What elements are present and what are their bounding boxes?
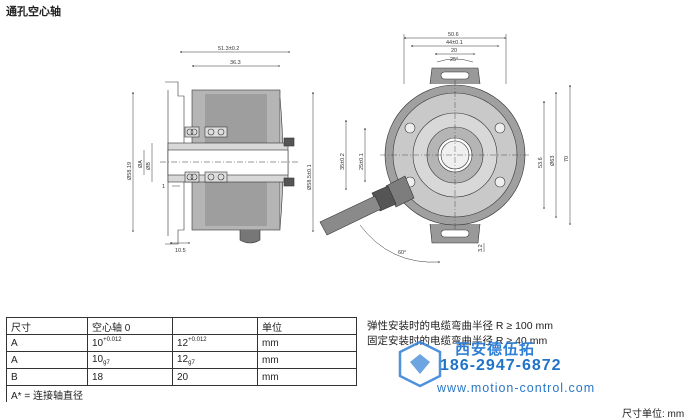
row-label: A bbox=[6, 334, 88, 352]
cell-value: 12g7 bbox=[172, 351, 258, 369]
header-unit: 单位 bbox=[257, 317, 357, 335]
dim-front-20: 20 bbox=[451, 48, 457, 54]
dim-side-bottom: 10.5 bbox=[175, 248, 186, 254]
technical-drawing: 51.3±0.2 36.3 Ø58.19 ØA ØB Ø58.5±0.1 1 1… bbox=[127, 32, 571, 264]
dim-side-overall: 51.3±0.2 bbox=[218, 46, 239, 52]
table-header-row: 尺寸 空心轴 0 单位 bbox=[6, 317, 357, 335]
cell-unit: mm bbox=[257, 351, 357, 369]
table-row: B 18 20 mm bbox=[6, 368, 357, 386]
dim-side-dia-a: ØA bbox=[138, 160, 144, 168]
dim-front-25: 25±0.1 bbox=[359, 153, 365, 170]
watermark-company-name: 西安德伍拓 bbox=[455, 341, 536, 358]
header-hollow-shaft: 空心轴 0 bbox=[87, 317, 173, 335]
table-row: A 10+0.012 12+0.012 mm bbox=[6, 334, 357, 352]
cell-value: 10g7 bbox=[87, 351, 173, 369]
header-size: 尺寸 bbox=[6, 317, 88, 335]
cell-value: 10+0.012 bbox=[87, 334, 173, 352]
watermark-logo-icon bbox=[398, 340, 442, 388]
dim-front-35: 35±0.2 bbox=[340, 153, 346, 170]
dim-front-70: 70 bbox=[564, 156, 570, 162]
front-view bbox=[319, 34, 571, 264]
header-empty bbox=[172, 317, 258, 335]
dim-front-60deg: 60° bbox=[398, 250, 406, 256]
dimension-table: 尺寸 空心轴 0 单位 A 10+0.012 12+0.012 mm A 10g… bbox=[6, 317, 357, 402]
cell-unit: mm bbox=[257, 334, 357, 352]
drawing-title: 通孔空心轴 bbox=[6, 6, 61, 18]
watermark-url: www.motion-control.com bbox=[437, 381, 596, 395]
dim-front-63: Ø63 bbox=[550, 156, 556, 166]
dim-front-3-2: 3.2 bbox=[478, 244, 484, 252]
table-footnote-row: A* = 连接轴直径 bbox=[6, 385, 357, 402]
table-row: A 10g7 12g7 mm bbox=[6, 351, 357, 369]
watermark-phone: 186-2947-6872 bbox=[440, 357, 562, 374]
unit-note: 尺寸单位: mm bbox=[622, 409, 685, 420]
dim-front-25deg: 25° bbox=[450, 57, 458, 63]
cell-value: 12+0.012 bbox=[172, 334, 258, 352]
side-view bbox=[132, 51, 314, 245]
dim-front-44: 44±0.1 bbox=[446, 40, 463, 46]
cell-value: 18 bbox=[87, 368, 173, 386]
cell-value: 20 bbox=[172, 368, 258, 386]
table-footnote: A* = 连接轴直径 bbox=[6, 385, 357, 402]
row-label: A bbox=[6, 351, 88, 369]
row-label: B bbox=[6, 368, 88, 386]
dim-side-outer-dia: Ø58.5±0.1 bbox=[307, 164, 313, 190]
dim-front-53: 53.6 bbox=[538, 157, 544, 168]
cell-unit: mm bbox=[257, 368, 357, 386]
dim-side-body: 36.3 bbox=[230, 60, 241, 66]
note-fixed-bend-radius: 固定安装时的电缆弯曲半径 R ≥ 40 mm bbox=[367, 335, 548, 347]
dim-side-one: 1 bbox=[162, 184, 165, 190]
dim-side-flange-dia: Ø58.19 bbox=[127, 162, 133, 180]
dim-front-top: 50.6 bbox=[448, 32, 459, 38]
dim-side-dia-b: ØB bbox=[146, 162, 152, 170]
note-flexible-bend-radius: 弹性安装时的电缆弯曲半径 R ≥ 100 mm bbox=[367, 320, 554, 332]
